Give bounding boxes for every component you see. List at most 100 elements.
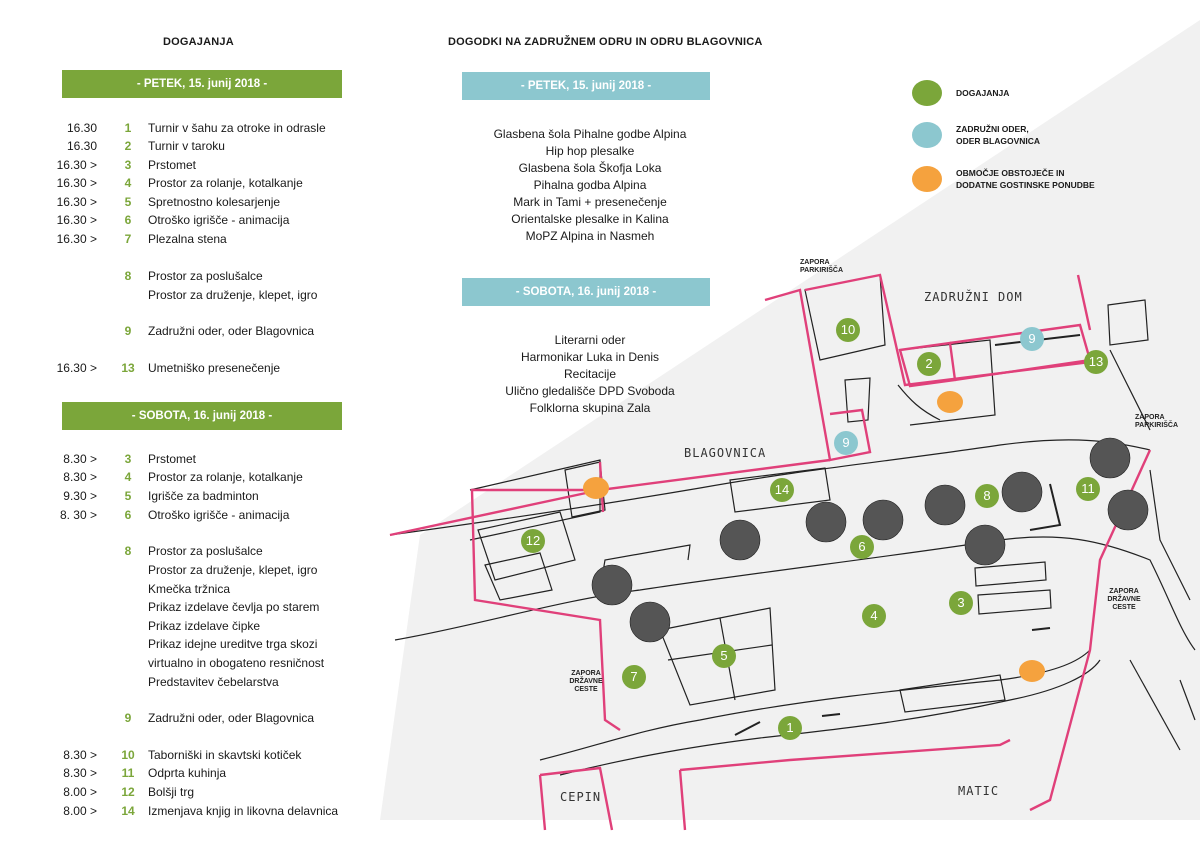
map-marker-7[interactable]: 7 — [622, 665, 646, 689]
stage-act: Literarni oder — [554, 333, 626, 347]
map-marker-6[interactable]: 6 — [850, 535, 874, 559]
map-marker-11[interactable]: 11 — [1076, 477, 1100, 501]
food-area-blagovnica[interactable] — [583, 477, 609, 499]
stage-act: Ulično gledališče DPD Svoboda — [505, 384, 675, 398]
event-number: 4 — [124, 176, 132, 190]
event-number: 3 — [124, 452, 132, 466]
stage-act: Recitacije — [563, 367, 617, 381]
event-number: 8 — [124, 269, 132, 283]
legend-food-label-2: DODATNE GOSTINSKE PONUDBE — [956, 180, 1095, 190]
event-time: 8.30 > — [63, 748, 97, 762]
event-number: 3 — [124, 158, 132, 172]
map-marker-4[interactable]: 4 — [862, 604, 886, 628]
stage-act: Hip hop plesalke — [545, 144, 635, 158]
map-label-matic: MATIC — [958, 784, 1000, 798]
event-label: Igrišče za badminton — [148, 489, 259, 503]
map-marker-14[interactable]: 14 — [770, 478, 794, 502]
event-label: Turnir v šahu za otroke in odrasle — [148, 121, 326, 135]
event-number: 6 — [124, 508, 132, 522]
event-number: 13 — [121, 361, 135, 375]
event-number: 14 — [121, 804, 135, 818]
stage-act: Orientalske plesalke in Kalina — [511, 212, 669, 226]
stage-act: Pihalna godba Alpina — [533, 178, 647, 192]
event-label: Turnir v taroku — [148, 139, 225, 153]
map-label-cepin: CEPIN — [560, 790, 602, 804]
event-label: Otroško igrišče - animacija — [148, 508, 290, 522]
map-marker-13[interactable]: 13 — [1084, 350, 1108, 374]
event-label: Bolšji trg — [148, 785, 195, 799]
stage-act: Folklorna skupina Zala — [529, 401, 651, 415]
event-label: Taborniški in skavtski kotiček — [148, 748, 302, 762]
stage-act: MoPZ Alpina in Nasmeh — [525, 229, 655, 243]
event-label: Kmečka tržnica — [148, 582, 231, 596]
stage-act: Mark in Tami + presenečenje — [513, 195, 667, 209]
map-marker-12[interactable]: 12 — [521, 529, 545, 553]
legend-stages-label-2: ODER BLAGOVNICA — [956, 136, 1041, 146]
event-label: Zadružni oder, oder Blagovnica — [148, 711, 315, 725]
event-number: 4 — [124, 470, 132, 484]
map-marker-2[interactable]: 2 — [917, 352, 941, 376]
legend-events-label: DOGAJANJA — [956, 88, 1010, 98]
event-time: 16.30 > — [56, 195, 97, 209]
map-marker-5[interactable]: 5 — [712, 644, 736, 668]
event-label: Prikaz izdelave čevlja po starem — [148, 600, 320, 614]
event-time: 8.30 > — [63, 766, 97, 780]
event-label: Umetniško presenečenje — [148, 361, 281, 375]
event-number: 1 — [124, 121, 132, 135]
saturday-banner-events: - SOBOTA, 16. junij 2018 - — [62, 402, 342, 430]
event-time: 8.00 > — [63, 785, 97, 799]
event-label: Izmenjava knjig in likovna delavnica — [148, 804, 339, 818]
event-time: 16.30 — [66, 121, 97, 135]
event-number: 5 — [124, 195, 132, 209]
event-label: Predstavitev čebelarstva — [148, 675, 279, 689]
event-number: 2 — [124, 139, 132, 153]
map-marker-9-zadruzni[interactable]: 9 — [1020, 327, 1044, 351]
event-label: Plezalna stena — [148, 232, 227, 246]
event-time: 16.30 > — [56, 158, 97, 172]
event-label: Prostor za druženje, klepet, igro — [148, 563, 318, 577]
event-number: 9 — [124, 324, 132, 338]
map-marker-1[interactable]: 1 — [778, 716, 802, 740]
stage-act: Glasbena šola Pihalne godbe Alpina — [493, 127, 687, 141]
event-number: 6 — [124, 213, 132, 227]
friday-banner-events: - PETEK, 15. junij 2018 - — [62, 70, 342, 98]
event-number: 10 — [121, 748, 135, 762]
event-label: Prostor za rolanje, kotalkanje — [148, 470, 303, 484]
event-time: 8.30 > — [63, 470, 97, 484]
saturday-banner-stages: - SOBOTA, 16. junij 2018 - — [462, 278, 710, 306]
legend-stages-label-1: ZADRUŽNI ODER, — [956, 124, 1029, 134]
event-number: 8 — [124, 544, 132, 558]
event-label: Prostor za rolanje, kotalkanje — [148, 176, 303, 190]
stage-act: Glasbena šola Škofja Loka — [518, 161, 662, 175]
map-marker-3[interactable]: 3 — [949, 591, 973, 615]
event-time: 8.00 > — [63, 804, 97, 818]
stage-heading: DOGODKI NA ZADRUŽNEM ODRU IN ODRU BLAGOV… — [448, 36, 763, 48]
map-marker-8[interactable]: 8 — [975, 484, 999, 508]
food-area-matic[interactable] — [1019, 660, 1045, 682]
event-number: 7 — [124, 232, 132, 246]
map-marker-9-blagovnica[interactable]: 9 — [834, 431, 858, 455]
event-label: Prikaz izdelave čipke — [148, 619, 261, 633]
food-area-zadruzni[interactable] — [937, 391, 963, 413]
event-number: 9 — [124, 711, 132, 725]
map-marker-10[interactable]: 10 — [836, 318, 860, 342]
legend-food-label-1: OBMOČJE OBSTOJEČE IN — [956, 168, 1065, 178]
event-time: 16.30 — [66, 139, 97, 153]
event-time: 8.30 > — [63, 452, 97, 466]
event-number: 11 — [121, 766, 135, 780]
event-label: Odprta kuhinja — [148, 766, 227, 780]
event-time: 16.30 > — [56, 361, 97, 375]
event-time: 16.30 > — [56, 176, 97, 190]
event-label: Spretnostno kolesarjenje — [148, 195, 281, 209]
event-label: Prikaz idejne ureditve trga skozi — [148, 637, 318, 651]
event-label: Otroško igrišče - animacija — [148, 213, 290, 227]
event-label: Prstomet — [148, 452, 197, 466]
legend-stages-dot — [912, 122, 942, 148]
event-label: Prstomet — [148, 158, 197, 172]
event-label: virtualno in obogateno resničnost — [148, 656, 325, 670]
